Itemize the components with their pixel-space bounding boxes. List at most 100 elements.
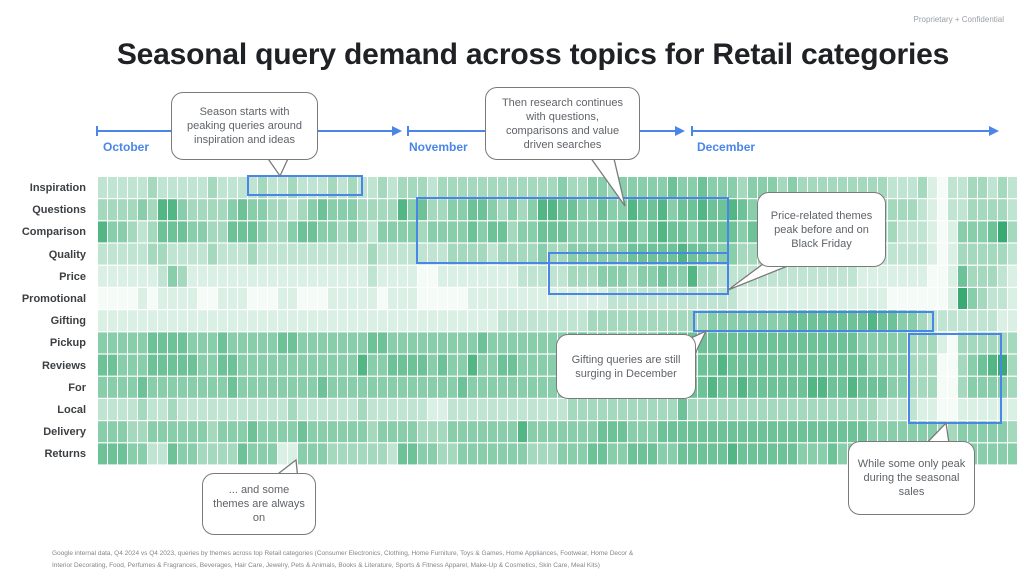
heatmap-cell — [388, 421, 397, 443]
heatmap-cell — [638, 399, 647, 420]
heatmap-cell — [738, 310, 747, 332]
heatmap-cell — [558, 243, 567, 265]
heatmap-cell — [968, 399, 977, 420]
callout-always-on: ... and some themes are always on — [202, 473, 316, 535]
heatmap-cell — [648, 399, 657, 420]
heatmap-cell — [498, 177, 507, 198]
heatmap-cell — [618, 310, 627, 332]
heatmap-cell — [118, 177, 127, 198]
heatmap-cell — [548, 288, 557, 309]
heatmap-cell — [468, 310, 477, 332]
heatmap-cell — [288, 199, 297, 221]
heatmap-cell — [478, 221, 487, 243]
heatmap-cell — [618, 243, 627, 265]
heatmap-cell — [698, 310, 707, 332]
heatmap-cell — [888, 310, 897, 332]
heatmap-cell — [538, 288, 547, 309]
heatmap-cell — [668, 443, 677, 465]
heatmap-cell — [998, 443, 1007, 465]
heatmap-cell — [708, 443, 717, 465]
heatmap-cell — [188, 332, 197, 354]
heatmap-cell — [718, 332, 727, 354]
heatmap-cell — [948, 354, 957, 376]
heatmap-cell — [238, 332, 247, 354]
heatmap-cell — [328, 199, 337, 221]
heatmap-cell — [158, 199, 167, 221]
heatmap-cell — [998, 265, 1007, 287]
heatmap-cell — [338, 354, 347, 376]
heatmap-cell — [168, 288, 177, 309]
heatmap-cell — [918, 177, 927, 198]
heatmap-cell — [718, 265, 727, 287]
heatmap-cell — [448, 288, 457, 309]
heatmap-cell — [978, 288, 987, 309]
heatmap-cell — [238, 221, 247, 243]
heatmap-cell — [378, 421, 387, 443]
heatmap-cell — [688, 443, 697, 465]
heatmap-cell — [438, 332, 447, 354]
heatmap-cell — [318, 265, 327, 287]
heatmap-cell — [468, 421, 477, 443]
heatmap-cell — [478, 376, 487, 398]
highlight-price — [548, 252, 729, 295]
heatmap-cell — [508, 221, 517, 243]
heatmap-cell — [358, 399, 367, 420]
heatmap-cell — [768, 265, 777, 287]
heatmap-cell — [408, 332, 417, 354]
heatmap-cell — [1008, 288, 1017, 309]
heatmap-cell — [468, 354, 477, 376]
heatmap-cell — [558, 221, 567, 243]
heatmap-cell — [378, 265, 387, 287]
heatmap-cell — [148, 376, 157, 398]
heatmap-cell — [218, 399, 227, 420]
heatmap-cell — [158, 221, 167, 243]
heatmap-cell — [278, 354, 287, 376]
heatmap-cell — [248, 376, 257, 398]
heatmap-cell — [318, 177, 327, 198]
heatmap-cell — [978, 310, 987, 332]
heatmap-cell — [98, 265, 107, 287]
heatmap-cell — [448, 265, 457, 287]
heatmap-cell — [488, 443, 497, 465]
heatmap-cell — [238, 288, 247, 309]
heatmap-cell — [588, 265, 597, 287]
heatmap-cell — [768, 399, 777, 420]
heatmap-cell — [1008, 243, 1017, 265]
heatmap-cell — [608, 443, 617, 465]
heatmap-cell — [638, 288, 647, 309]
heatmap-cell — [328, 310, 337, 332]
heatmap-cell — [178, 443, 187, 465]
heatmap-cell — [348, 332, 357, 354]
heatmap-cell — [948, 265, 957, 287]
heatmap-cell — [838, 354, 847, 376]
heatmap-cell — [278, 332, 287, 354]
heatmap-cell — [138, 265, 147, 287]
heatmap-cell — [318, 376, 327, 398]
heatmap-cell — [278, 199, 287, 221]
row-label: Pickup — [49, 337, 86, 350]
heatmap-cell — [378, 443, 387, 465]
heatmap-cell — [208, 265, 217, 287]
heatmap-cell — [548, 399, 557, 420]
heatmap-cell — [638, 199, 647, 221]
heatmap-cell — [468, 443, 477, 465]
heatmap-cell — [158, 421, 167, 443]
heatmap-cell — [888, 221, 897, 243]
heatmap-cell — [1008, 310, 1017, 332]
heatmap-cell — [258, 376, 267, 398]
heatmap-cell — [418, 243, 427, 265]
heatmap-cell — [948, 177, 957, 198]
heatmap-cell — [548, 310, 557, 332]
heatmap-cell — [978, 354, 987, 376]
heatmap-cell — [508, 376, 517, 398]
heatmap-cell — [178, 177, 187, 198]
heatmap-cell — [678, 199, 687, 221]
heatmap-cell — [738, 243, 747, 265]
heatmap-cell — [308, 265, 317, 287]
heatmap-cell — [318, 288, 327, 309]
heatmap-cell — [868, 310, 877, 332]
heatmap-cell — [328, 177, 337, 198]
heatmap-cell — [498, 288, 507, 309]
heatmap-cell — [908, 399, 917, 420]
heatmap-cell — [298, 443, 307, 465]
